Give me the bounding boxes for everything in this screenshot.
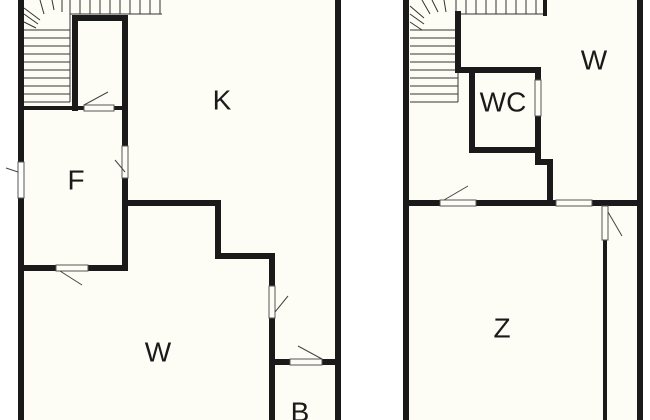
closet-walls (72, 15, 128, 111)
front-room-window (17, 161, 25, 199)
room-z-door[interactable] (439, 199, 477, 207)
kitchen-living-wall (122, 200, 275, 420)
room-label-upper-living: W (581, 44, 608, 75)
kitchen-door[interactable] (268, 285, 276, 319)
upper-floor: WC W Z (403, 0, 643, 420)
room-label-wc: WC (480, 86, 527, 117)
room-label-kitchen: K (213, 84, 232, 115)
bath-door[interactable] (289, 358, 323, 366)
room-label-z: Z (493, 312, 510, 343)
landing-wall (455, 11, 541, 73)
staircase (23, 0, 162, 103)
living-room-door[interactable] (55, 264, 89, 272)
closet-door[interactable] (83, 104, 115, 112)
partition-door[interactable] (601, 205, 609, 241)
upper-w-door[interactable] (555, 199, 593, 207)
room-label-front-room: F (67, 164, 84, 195)
wc-walls (469, 67, 553, 206)
front-room-door[interactable] (121, 145, 129, 179)
ground-floor-area (21, 0, 338, 420)
room-label-bath: B (291, 396, 310, 420)
ground-floor: K F W B (5, 0, 341, 420)
room-label-living-room: W (145, 336, 172, 367)
wc-door[interactable] (534, 79, 542, 117)
